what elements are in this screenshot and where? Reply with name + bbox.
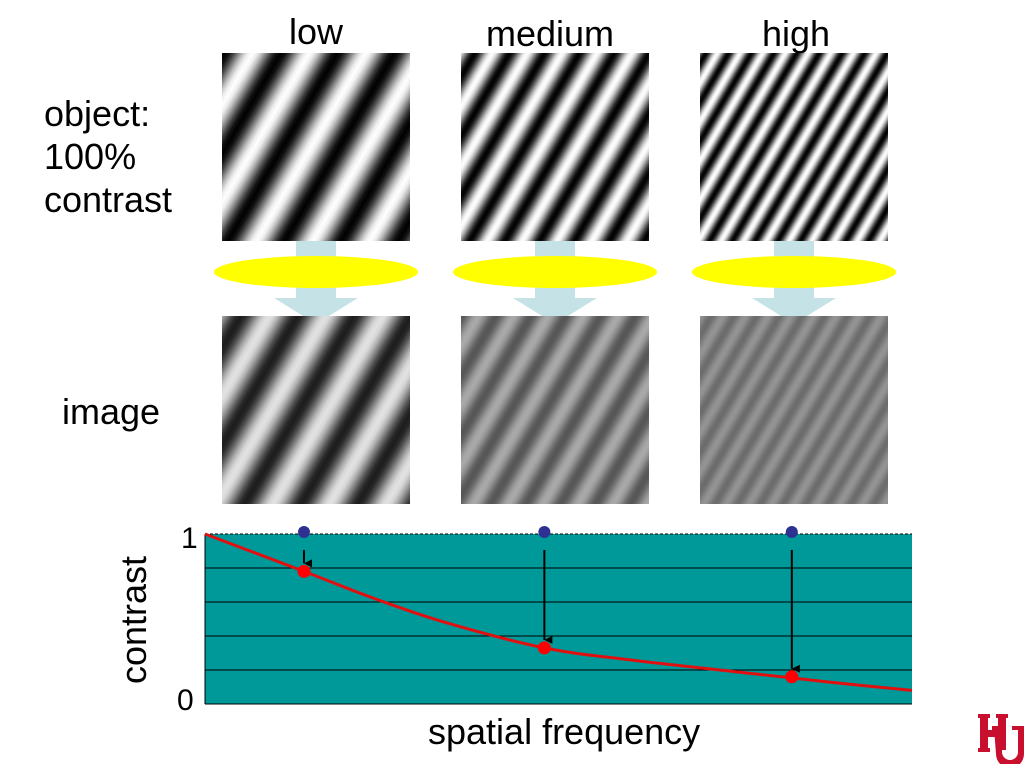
image-contrast-point-low <box>297 564 311 578</box>
image-grating-low <box>222 316 410 504</box>
lens-high <box>692 256 896 288</box>
lens-medium <box>453 256 657 288</box>
object-grating-medium <box>461 53 649 241</box>
object-grating-high <box>700 53 888 241</box>
y-axis-label: contrast <box>113 555 154 685</box>
y-tick-0: 0 <box>177 684 194 717</box>
image-grating-medium <box>461 316 649 504</box>
y-tick-1: 1 <box>181 522 198 555</box>
image-contrast-point-high <box>785 670 799 684</box>
object-label-line3: contrast <box>44 179 173 221</box>
lens-low <box>214 256 418 288</box>
column-label-high: high <box>761 13 831 54</box>
object-contrast-point-low <box>297 526 310 538</box>
object-label-line1: object: <box>44 93 151 134</box>
object-label-line2: 100% <box>44 136 137 178</box>
object-contrast-point-high <box>785 526 798 538</box>
image-grating-high <box>700 316 888 504</box>
image-contrast-point-medium <box>537 641 551 655</box>
object-grating-low <box>222 53 410 241</box>
uh-logo <box>978 712 1024 768</box>
image-row-label: image <box>62 391 161 432</box>
object-row-label: object: 100% contrast <box>44 92 172 222</box>
column-label-medium: medium <box>485 13 615 54</box>
column-label-low: low <box>288 11 344 52</box>
x-axis-label: spatial frequency <box>428 711 701 752</box>
object-contrast-point-medium <box>538 526 551 538</box>
